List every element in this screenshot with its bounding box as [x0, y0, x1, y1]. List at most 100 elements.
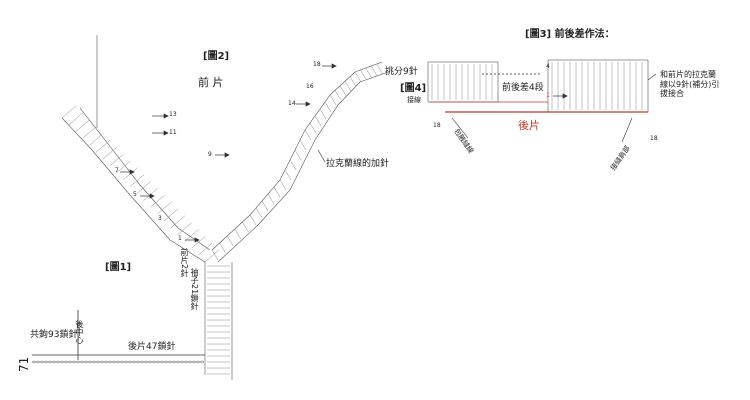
chain-stitch	[156, 360, 160, 364]
stitch-mark	[129, 174, 145, 187]
fig1-label: [圖1]	[105, 262, 132, 273]
chain-stitch	[44, 360, 48, 364]
chain-stitch	[184, 360, 188, 364]
back-center-note: 後中心	[75, 320, 84, 344]
stitch-mark	[219, 242, 226, 254]
stitch-mark	[170, 215, 186, 228]
stitch-mark	[365, 67, 373, 79]
stitch-mark	[376, 63, 383, 75]
stitch-mark	[184, 229, 199, 242]
chain-stitch	[176, 360, 180, 364]
stitch-mark	[267, 193, 275, 205]
back-piece-label: 後片	[518, 119, 540, 132]
stitch-mark	[309, 122, 317, 134]
row-16: 16	[306, 83, 314, 90]
stitch-mark	[329, 94, 337, 106]
chain-stitch	[48, 360, 52, 364]
chain-stitch	[140, 360, 144, 364]
row-14: 14	[288, 100, 296, 107]
raglan-increase-note: 拉克蘭線的加針	[326, 159, 390, 169]
body-left-edge	[61, 117, 206, 263]
chain-stitch	[188, 360, 192, 364]
stitch-mark	[339, 85, 347, 96]
stitch-mark	[68, 112, 83, 126]
stitch-mark	[289, 159, 297, 171]
chain-stitch	[68, 360, 72, 364]
chain-stitch	[200, 360, 204, 364]
stitch-mark	[344, 81, 352, 92]
chain-stitch	[112, 360, 116, 364]
stitch-mark	[198, 242, 213, 256]
chain-stitch	[144, 360, 148, 364]
fig3-outline	[547, 59, 649, 113]
page-number: 71	[17, 356, 31, 372]
chain-stitch	[152, 360, 156, 364]
stitch-mark	[273, 186, 281, 198]
stitch-mark	[255, 207, 263, 219]
chain-stitch	[76, 360, 80, 364]
chain-stitch	[148, 360, 152, 364]
stitch-mark	[150, 194, 165, 208]
chain-stitch	[136, 360, 140, 364]
stitch-mark	[102, 146, 118, 160]
join-note: 和前片的拉克蘭線以9針(補分)引拔接合	[660, 70, 720, 99]
fig2-label: [圖2]	[203, 51, 230, 62]
chain-stitch	[92, 360, 96, 364]
row-1: 1	[178, 235, 182, 242]
diff-rows-note: 前後差4段	[502, 83, 544, 93]
chain-stitch	[104, 360, 108, 364]
divide-9-note: 挑分9針	[385, 67, 418, 77]
fig4-label: [圖4]	[400, 83, 427, 94]
stitch-mark	[204, 249, 220, 263]
stitch-mark	[334, 90, 342, 101]
stitch-mark	[314, 115, 322, 127]
chain-stitch	[72, 360, 76, 364]
stitch-mark	[304, 129, 312, 141]
stitch-mark	[89, 133, 104, 146]
stitch-mark	[82, 126, 97, 139]
sleeve-count-note: 袖子21鎖針	[190, 268, 199, 311]
leader-lines	[317, 73, 657, 163]
chain-stitch	[124, 360, 128, 364]
stitch-mark	[294, 149, 302, 161]
stitch-mark	[370, 65, 378, 77]
front-count-note: 前片2針	[180, 248, 189, 278]
stitch-mark	[191, 236, 206, 249]
fig4-row-18: 18	[433, 122, 441, 129]
stitch-mark	[242, 221, 249, 233]
stitch-mark	[279, 179, 287, 191]
stitch-mark	[211, 249, 219, 261]
row-13: 13	[169, 111, 177, 118]
chain-stitch	[116, 360, 120, 364]
chain-stitch	[64, 360, 68, 364]
chain-stitch	[80, 360, 84, 364]
stitch-mark	[116, 160, 131, 174]
fig2-body-chart	[61, 35, 389, 380]
chain-stitch	[132, 360, 136, 364]
chain-stitch	[168, 360, 172, 364]
row-9: 9	[208, 151, 212, 158]
chain-stitch	[32, 360, 36, 364]
row-3: 3	[158, 215, 162, 222]
chain-stitch	[96, 360, 100, 364]
body-right-edge	[211, 61, 383, 251]
total-93-note: 共鉤93鎖針	[30, 330, 78, 340]
chain-stitch	[192, 360, 196, 364]
body-right-inner	[217, 71, 389, 263]
stitch-mark	[360, 69, 367, 81]
stitch-mark	[349, 76, 357, 87]
stitch-mark	[61, 105, 77, 119]
fig3-row-4: 4	[546, 63, 550, 70]
stitch-mark	[249, 214, 257, 226]
chain-stitch	[128, 360, 132, 364]
row-11: 11	[169, 129, 177, 136]
chain-stitch	[40, 360, 44, 364]
chain-stitch	[56, 360, 60, 364]
chain-stitch	[120, 360, 124, 364]
stitch-mark	[109, 153, 124, 167]
base-chain	[32, 310, 205, 360]
stitch-mark	[354, 71, 362, 83]
stitch-texture	[61, 62, 643, 375]
row-7: 7	[115, 167, 119, 174]
